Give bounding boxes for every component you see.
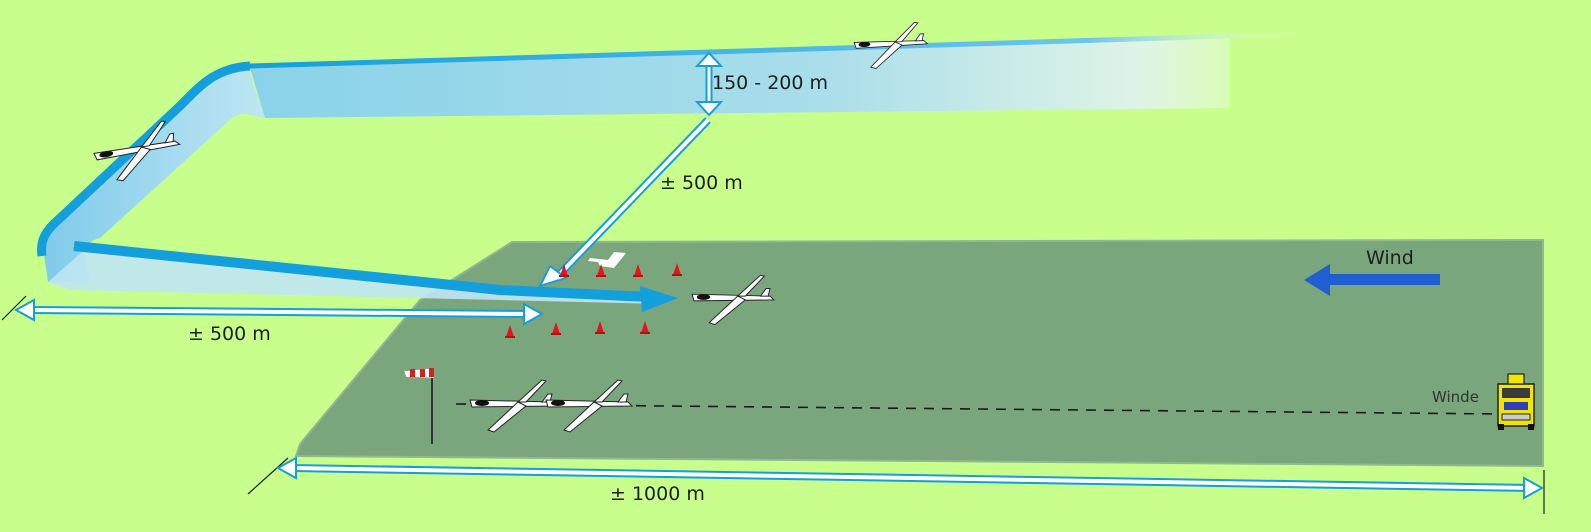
circuit-band — [37, 31, 1301, 304]
winch-label: Winde — [1432, 388, 1479, 406]
winch-truck-icon — [1497, 373, 1535, 430]
diagonal-distance-label: ± 500 m — [660, 172, 743, 194]
wind-label: Wind — [1366, 247, 1414, 269]
field-length-arrow — [247, 456, 1545, 514]
winch-cable — [455, 403, 1501, 415]
height-dimension — [694, 51, 724, 117]
windsock-icon — [403, 367, 435, 444]
landing-direction-arrow — [640, 286, 678, 312]
approach-distance-arrow — [1, 295, 545, 326]
diagonal-distance-arrow — [538, 117, 711, 288]
approach-distance-label: ± 500 m — [188, 323, 271, 345]
airfield — [294, 238, 1544, 468]
field-length-label: ± 1000 m — [610, 483, 705, 505]
height-band-label: 150 - 200 m — [712, 72, 828, 94]
landing-t-icon — [588, 252, 626, 268]
wind-arrow-icon — [1304, 264, 1440, 296]
